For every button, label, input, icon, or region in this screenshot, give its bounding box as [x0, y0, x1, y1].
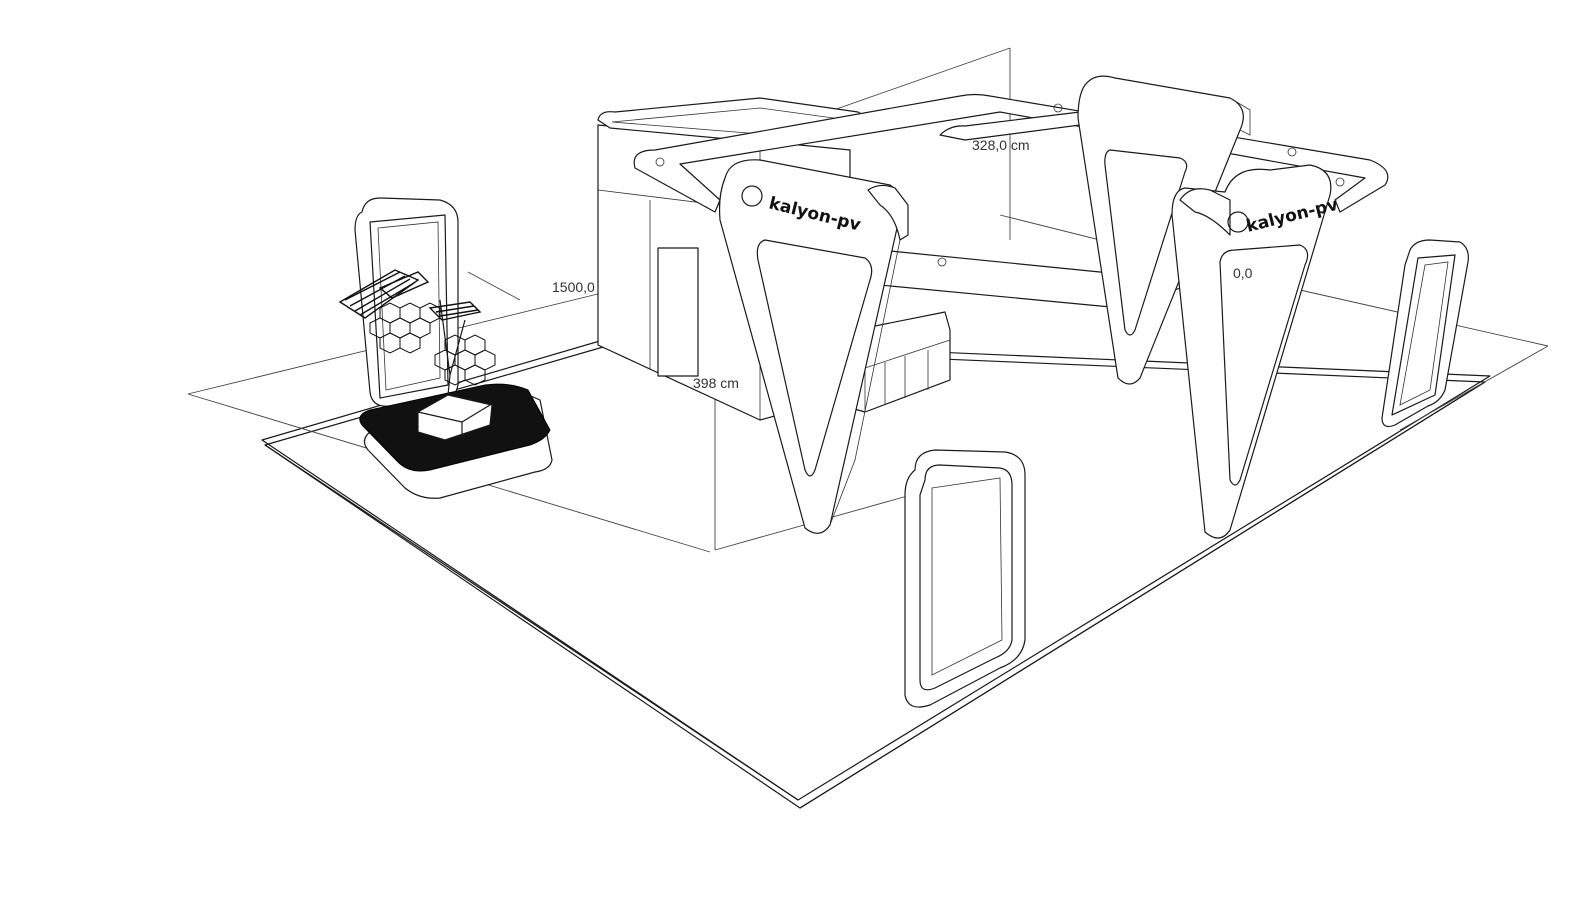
dimension-width: 1500,0 — [552, 279, 595, 295]
solar-tree — [338, 269, 496, 396]
logo-right-mark-icon — [1227, 211, 1249, 233]
hex-cluster-upper — [369, 302, 441, 354]
logo-left-mark-icon — [741, 185, 763, 207]
rear-frame — [633, 93, 1389, 213]
solar-panel-leaves — [338, 269, 482, 321]
solar-tree-base — [359, 383, 553, 499]
v-pillar-right: kalyon-pv — [1171, 164, 1340, 539]
screen-panel-right — [1381, 239, 1469, 428]
v-pillar-left: kalyon-pv — [718, 159, 909, 534]
dimension-depth: 328,0 cm — [972, 137, 1030, 153]
hex-cluster-lower — [434, 334, 496, 386]
dimension-partial: 0,0 — [1233, 265, 1253, 281]
screen-panel-front — [904, 449, 1026, 708]
dimension-height: 398 cm — [693, 375, 739, 391]
